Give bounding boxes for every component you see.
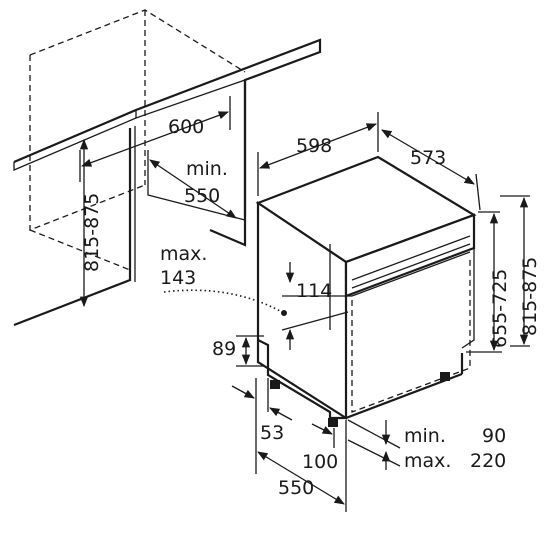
appliance-width-label: 598 xyxy=(296,135,332,157)
plinth-min-label: min. xyxy=(404,425,446,447)
niche-width-dimension: 600 xyxy=(79,96,231,182)
total-depth-label: 550 xyxy=(278,477,314,499)
niche-height-dimension: 815-875 xyxy=(79,138,103,308)
plinth-height-label: 89 xyxy=(212,338,236,360)
niche-height-label: 815-875 xyxy=(81,193,103,272)
height-range-outer-dimension: 815-875 xyxy=(500,195,541,347)
plinth-range-dimension: min. 90 max. 220 xyxy=(347,419,506,472)
niche-depth-value-label: 550 xyxy=(184,185,220,207)
appliance-width-dimension: 598 xyxy=(257,112,379,196)
offset-max-label: max. xyxy=(160,243,207,265)
offset-max-callout: max. 143 xyxy=(160,243,287,316)
total-depth-dimension: 550 xyxy=(257,451,345,505)
plinth-height-dimension: 89 xyxy=(212,335,264,367)
plinth-depth-label: 53 xyxy=(260,422,284,444)
plinth-max-value: 220 xyxy=(470,450,506,472)
height-range-inner-label: 655-725 xyxy=(489,269,511,348)
dishwasher-body xyxy=(255,155,477,427)
foot-setback-label: 100 xyxy=(302,451,338,473)
plinth-max-label: max. xyxy=(404,450,451,472)
niche-width-label: 600 xyxy=(168,116,204,138)
height-range-inner-dimension: 655-725 xyxy=(466,211,511,353)
niche-depth-dimension: min. 550 xyxy=(149,158,237,219)
height-range-outer-label: 815-875 xyxy=(519,257,541,336)
appliance-depth-dimension: 573 xyxy=(381,129,481,211)
plinth-min-value: 90 xyxy=(482,425,506,447)
panel-height-dimension: 114 xyxy=(281,244,352,350)
panel-height-label: 114 xyxy=(296,280,332,302)
niche-depth-min-label: min. xyxy=(186,158,228,180)
appliance-depth-label: 573 xyxy=(410,147,446,169)
plinth-depth-dimension: 53 xyxy=(231,378,293,474)
offset-max-value-label: 143 xyxy=(160,267,196,289)
